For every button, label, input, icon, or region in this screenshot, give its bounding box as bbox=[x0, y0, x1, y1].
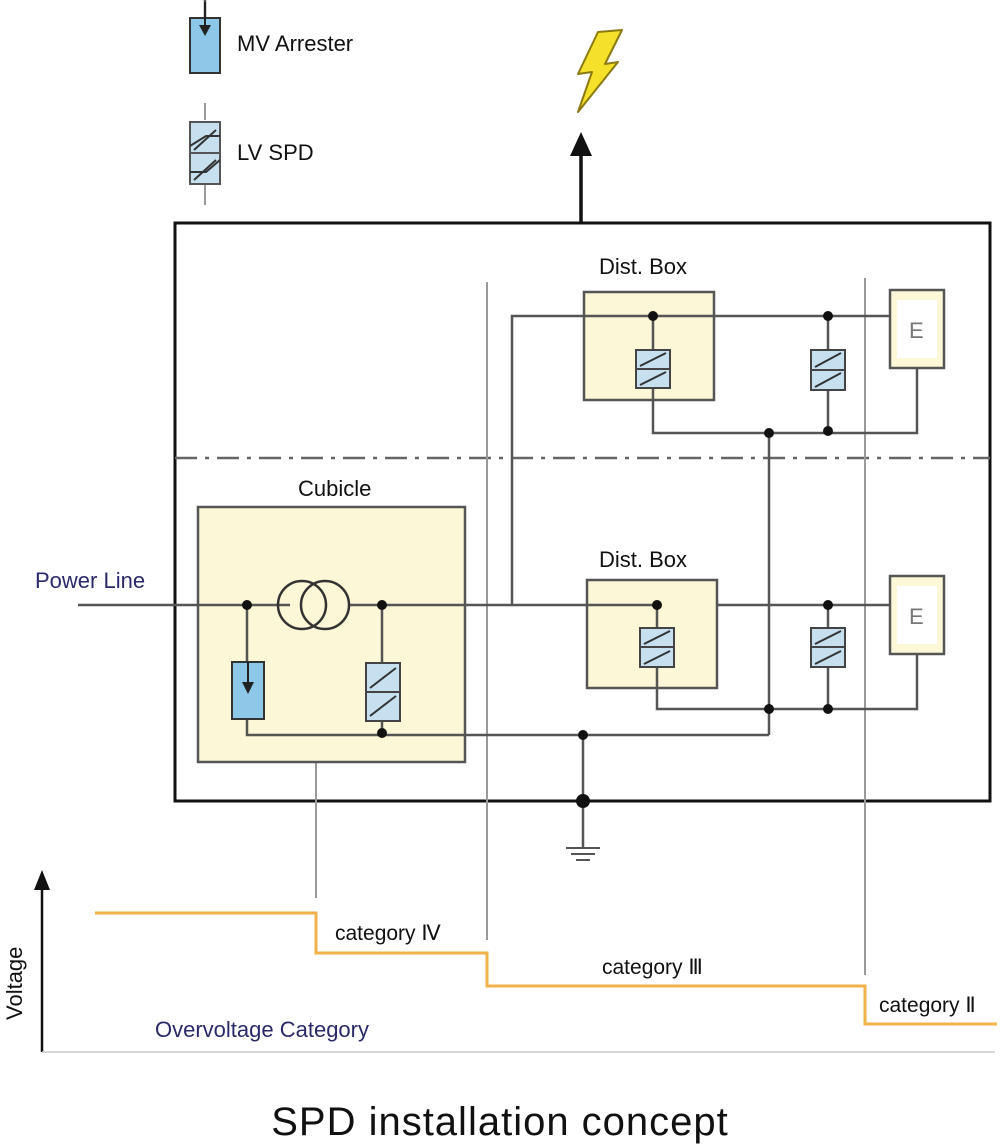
category-label-ii: category Ⅱ bbox=[879, 994, 976, 1017]
cubicle-label: Cubicle bbox=[298, 476, 371, 501]
power-line-label: Power Line bbox=[35, 568, 145, 593]
lv-spd-icon-top-standalone bbox=[810, 349, 846, 391]
diagram-title: SPD installation concept bbox=[271, 1100, 729, 1144]
lightning-bolt-icon bbox=[577, 29, 623, 113]
legend: MV Arrester LV SPD bbox=[189, 0, 353, 205]
category-label-iii: category Ⅲ bbox=[602, 956, 703, 979]
lv-spd-icon-dist-top bbox=[635, 349, 671, 389]
equipment-top-label: E bbox=[909, 318, 924, 343]
voltage-axis-label: Voltage bbox=[2, 947, 27, 1020]
mv-arrester-legend-icon bbox=[189, 0, 221, 74]
dist-box-bottom-label: Dist. Box bbox=[599, 547, 687, 572]
junction-dots bbox=[242, 311, 833, 808]
lv-spd-icon-dist-bottom bbox=[639, 627, 675, 668]
mv-arrester-legend-label: MV Arrester bbox=[237, 31, 353, 56]
equipment-bottom-label: E bbox=[909, 604, 924, 629]
voltage-step-line bbox=[95, 911, 997, 1026]
lv-spd-legend-label: LV SPD bbox=[237, 140, 314, 165]
mv-arrester-icon bbox=[231, 661, 265, 720]
cubicle-box bbox=[196, 505, 467, 764]
lv-spd-icon-bottom-standalone bbox=[810, 627, 846, 668]
voltage-graph: Voltage Overvoltage Category category Ⅳ … bbox=[2, 870, 997, 1053]
lv-spd-icon-cubicle bbox=[365, 662, 401, 722]
ground-symbol-icon bbox=[566, 847, 600, 861]
dist-box-top-label: Dist. Box bbox=[599, 254, 687, 279]
lv-spd-legend-icon bbox=[189, 103, 221, 205]
overvoltage-category-label: Overvoltage Category bbox=[155, 1017, 369, 1042]
transformer-icon bbox=[276, 579, 351, 631]
category-label-iv: category Ⅳ bbox=[335, 922, 441, 945]
upward-arrow bbox=[570, 132, 592, 222]
